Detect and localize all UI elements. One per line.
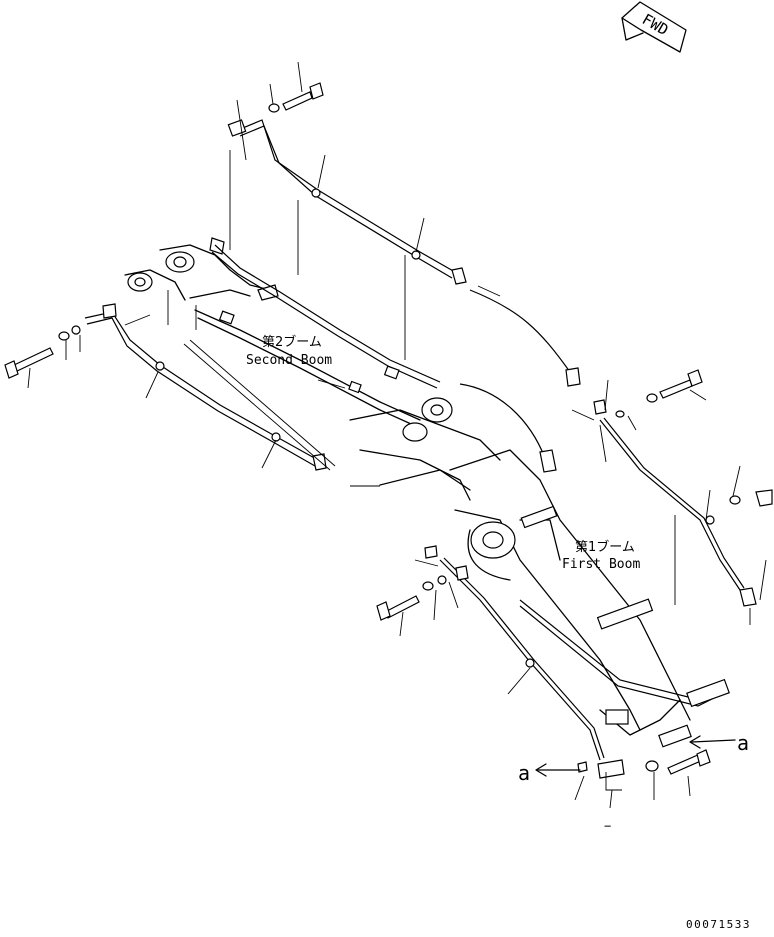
ref-arrow-right: a: [689, 731, 749, 755]
fwd-arrow: FWD: [621, 1, 687, 53]
first-boom-lower-bolts: [376, 545, 469, 621]
lower-bolt-group: [577, 749, 711, 779]
second-boom-body: [124, 237, 501, 501]
dash-label: −: [604, 819, 611, 833]
ref-arrow-left: a: [518, 761, 581, 785]
first-boom-pipes: [439, 417, 757, 761]
drawing-number: 00071533: [686, 918, 751, 931]
first-boom-en-label: First Boom: [562, 557, 640, 572]
second-boom-label: 第2ブーム Second Boom: [246, 334, 332, 368]
second-boom-pipes: [4, 244, 441, 487]
upper-pipe: [227, 82, 501, 297]
second-boom-jp-label: 第2ブーム: [262, 334, 322, 350]
first-boom-body: [449, 449, 691, 736]
hose-right: [459, 289, 581, 473]
leader-lines: [27, 61, 767, 809]
fwd-label: FWD: [639, 10, 671, 39]
first-boom-jp-label: 第1ブーム: [575, 539, 635, 555]
ref-a-right-label: a: [737, 731, 749, 755]
first-boom-top-bolt: [593, 369, 773, 507]
second-boom-en-label: Second Boom: [246, 353, 332, 368]
ref-a-left-label: a: [518, 761, 530, 785]
first-boom-label: 第1ブーム First Boom: [562, 539, 640, 572]
